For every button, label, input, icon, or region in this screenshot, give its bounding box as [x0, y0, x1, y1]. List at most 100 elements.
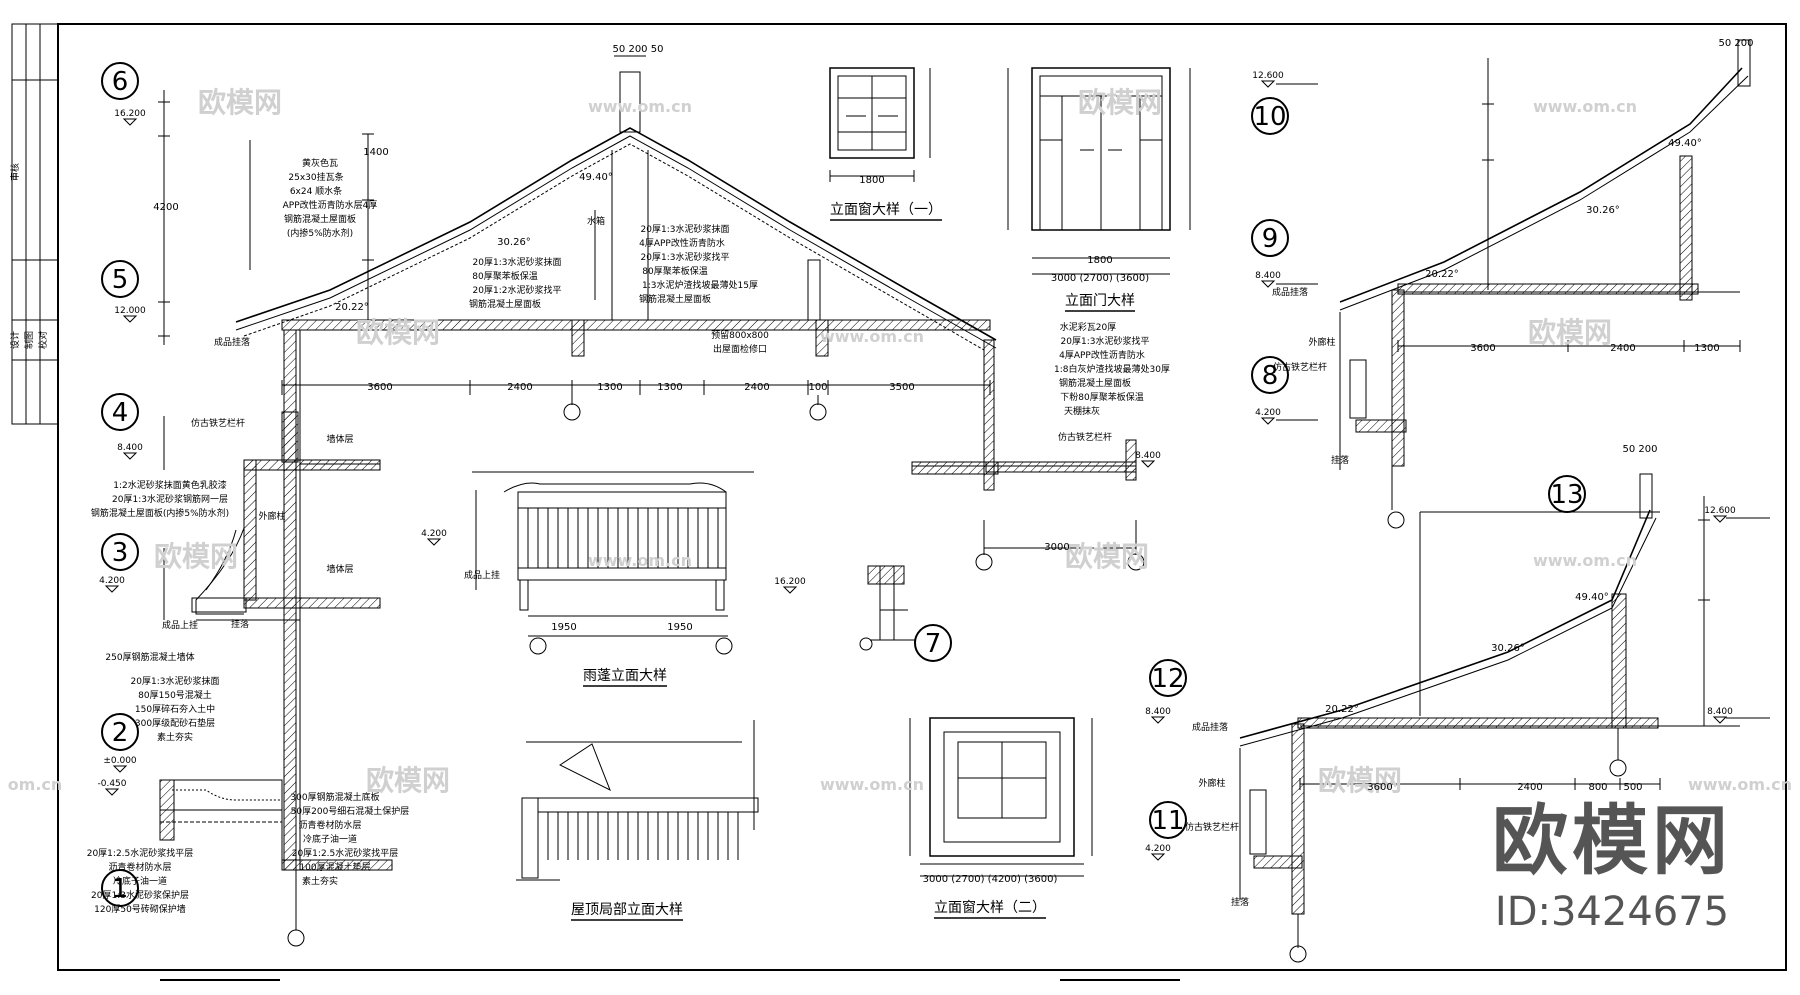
elevation-marker	[104, 585, 120, 593]
dimension-label: 1300	[1694, 343, 1719, 354]
elevation-label: 4.200	[1145, 844, 1171, 854]
detail-marker-number: 1	[112, 874, 129, 904]
construction-note: 4厚APP改性沥青防水	[639, 237, 725, 249]
roof-angle-label: 30.26°	[1586, 205, 1620, 216]
watermark-text: 欧模网	[198, 86, 282, 119]
roof-angle-label: 20.22°	[1425, 269, 1459, 280]
elevation-label: 16.200	[774, 577, 806, 587]
detail-marker-circle	[1251, 356, 1289, 394]
elevation-marker	[1712, 515, 1728, 523]
construction-note: 成品上挂	[464, 569, 500, 581]
construction-note: 天棚抹灰	[1064, 405, 1100, 417]
construction-note: 成品挂落	[1192, 721, 1228, 733]
detail-marker-number: 5	[112, 265, 129, 295]
roof-angle-label: 20.22°	[1325, 704, 1359, 715]
construction-note: 300厚级配砂石垫层	[135, 717, 215, 729]
construction-note: 300厚钢筋混凝土底板	[290, 791, 379, 803]
dimension-label: 1300	[597, 382, 622, 393]
detail-marker-circle	[1149, 659, 1187, 697]
dimension-label: 1950	[551, 622, 576, 633]
elevation-marker	[1260, 417, 1276, 425]
watermark-text: www.om.cn	[1533, 97, 1637, 116]
watermark-text: www.om.cn	[1533, 551, 1637, 570]
elevation-marker	[1712, 716, 1728, 724]
elevation-label: 16.200	[114, 109, 146, 119]
construction-note: 挂落	[1331, 454, 1349, 466]
construction-note: 50厚200号细石混凝土保护层	[291, 805, 410, 817]
elevation-label: 8.400	[1135, 451, 1161, 461]
detail-marker-circle	[101, 533, 139, 571]
construction-note: 1:3水泥炉渣找坡最薄处15厚	[642, 279, 758, 291]
construction-note: 素土夯实	[302, 875, 338, 887]
elevation-marker	[1150, 716, 1166, 724]
construction-note: 20厚1:2水泥砂浆找平	[473, 284, 562, 296]
roof-angle-label: 30.26°	[497, 237, 531, 248]
construction-note: 成品挂落	[1272, 286, 1308, 298]
dimension-label: 2400	[1610, 343, 1635, 354]
construction-note: 20厚1:3水泥砂浆抹面	[473, 256, 562, 268]
watermark-text: www.om.cn	[1688, 775, 1792, 794]
elevation-marker	[1140, 460, 1156, 468]
watermark-text: om.cn	[8, 775, 63, 794]
watermark-text: 欧模网	[154, 540, 238, 573]
dimension-label: 50 200	[1719, 38, 1754, 49]
detail-marker-circle	[101, 393, 139, 431]
elevation-marker	[426, 538, 442, 546]
detail-marker-circle	[101, 260, 139, 298]
elevation-label-layer: 16.20012.0008.4004.200±0.000-0.45012.600…	[97, 71, 1736, 861]
construction-note: (内掺5%防水剂)	[287, 227, 353, 239]
elevation-label: 8.400	[1255, 271, 1281, 281]
dimension-label: 3500	[889, 382, 914, 393]
construction-note: 沥青卷材防水层	[108, 861, 171, 873]
construction-note: 20厚1:2.5水泥砂浆找平层	[292, 847, 399, 859]
construction-note: 预留800x800	[711, 329, 769, 341]
detail-marker-number: 9	[1262, 224, 1279, 254]
elevation-marker	[1260, 280, 1276, 288]
eave-detail-7	[859, 565, 920, 651]
construction-note: 4厚APP改性沥青防水	[1059, 349, 1145, 361]
detail-title: 立面门大样	[1065, 293, 1135, 309]
construction-note: 20厚1:2.5水泥砂浆找平层	[87, 847, 194, 859]
construction-note: 仿古铁艺栏杆	[1185, 821, 1239, 833]
watermark-text: 欧模网	[366, 764, 450, 797]
dimension-label: 3000 (2700) (4200) (3600)	[923, 874, 1058, 885]
construction-note: 80厚150号混凝土	[138, 689, 212, 701]
construction-note: 外廊柱	[1198, 777, 1225, 789]
construction-note: 20厚1:3水泥砂浆找平	[1061, 335, 1150, 347]
watermark-text: 欧模网	[1528, 316, 1612, 349]
detail-title: 立面窗大样（二）	[934, 899, 1046, 916]
elevation-marker	[104, 788, 120, 796]
elevation-label: 4.200	[1255, 408, 1281, 418]
construction-note: 素土夯实	[157, 731, 193, 743]
roof-angle-label: 49.40°	[1668, 138, 1702, 149]
construction-note: 仿古铁艺栏杆	[1058, 431, 1112, 443]
construction-note: 水泥彩瓦20厚	[1060, 321, 1116, 333]
dimension-label: 3600	[1470, 343, 1495, 354]
detail-marker-circle	[101, 62, 139, 100]
dimension-label: 3000	[1044, 542, 1069, 553]
elevation-label: 8.400	[1145, 707, 1171, 717]
title-block-label: 设计	[9, 331, 21, 349]
construction-note: 20厚1:3水泥砂浆保护层	[91, 889, 189, 901]
construction-note: APP改性沥青防水层4厚	[283, 199, 378, 211]
right-section-upper	[1276, 39, 1751, 529]
dimension-label: 1800	[1087, 255, 1112, 266]
title-block-labels: 审核设计制图校对	[9, 163, 49, 349]
construction-note: 150厚碎石夯入土中	[135, 703, 215, 715]
watermark-text: 欧模网	[356, 316, 440, 349]
dimension-label: 3600	[367, 382, 392, 393]
roof-angle-label: 20.22°	[335, 302, 369, 313]
construction-note: 20厚1:3水泥砂浆找平	[641, 251, 730, 263]
roof-partial-detail	[516, 720, 759, 881]
detail-marker-number: 13	[1550, 480, 1583, 510]
construction-note: 沥青卷材防水层	[298, 819, 361, 831]
watermark-text: www.om.cn	[820, 327, 924, 346]
dimension-label: 2400	[507, 382, 532, 393]
construction-note: 钢筋混凝土屋面板	[469, 298, 541, 310]
elevation-label: 8.400	[1707, 707, 1733, 717]
right-section-lower	[1239, 473, 1770, 963]
construction-note: 仿古铁艺栏杆	[191, 417, 245, 429]
construction-note: 出屋面检修口	[713, 343, 767, 355]
